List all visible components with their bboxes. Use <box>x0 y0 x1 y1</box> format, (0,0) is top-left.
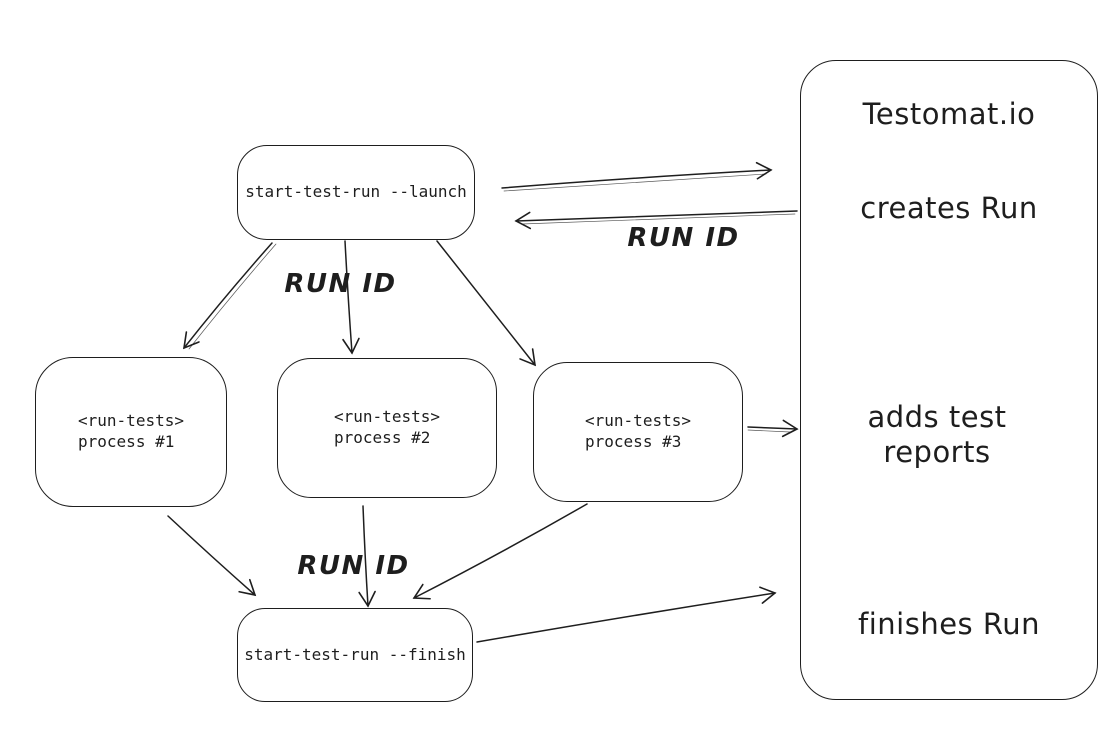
arrow-launch-to-testomat-sketch <box>503 173 767 192</box>
testomat-title: Testomat.io <box>862 97 1036 131</box>
arrow-launch-to-process1 <box>183 242 273 350</box>
arrow-process1-to-finish <box>167 515 257 597</box>
arrow-launch-to-testomat <box>501 161 773 189</box>
node-start-test-run-finish-label: start-test-run --finish <box>244 644 466 664</box>
arrow-launch-to-process2 <box>342 240 360 355</box>
node-testomat-io <box>800 60 1098 700</box>
arrow-process2-to-finish <box>358 505 376 608</box>
edge-label-run-id-fanout: RUN ID <box>284 269 397 299</box>
arrow-process3-to-finish <box>412 503 588 600</box>
node-start-test-run-launch: start-test-run --launch <box>237 145 475 240</box>
arrow-testomat-to-launch-sketch <box>521 213 796 225</box>
arrow-process3-to-testomat-sketch <box>747 429 791 433</box>
arrow-process3-to-testomat <box>747 419 799 438</box>
arrow-launch-to-process1-sketch <box>188 243 277 350</box>
node-start-test-run-finish: start-test-run --finish <box>237 608 473 702</box>
node-start-test-run-launch-label: start-test-run --launch <box>245 182 467 202</box>
node-run-tests-process-1: <run-tests> process #1 <box>35 357 227 507</box>
node-run-tests-process-2: <run-tests> process #2 <box>277 358 497 498</box>
node-run-tests-process-1-label: <run-tests> process #1 <box>78 411 184 451</box>
testomat-step-creates-run: creates Run <box>860 191 1038 225</box>
node-run-tests-process-3: <run-tests> process #3 <box>533 362 743 502</box>
edge-label-run-id-fanin: RUN ID <box>297 551 410 581</box>
arrow-finish-to-testomat <box>476 586 777 643</box>
node-run-tests-process-2-label: <run-tests> process #2 <box>334 407 440 447</box>
testomat-step-finishes-run: finishes Run <box>858 607 1040 641</box>
arrow-launch-to-process3 <box>436 240 536 367</box>
node-run-tests-process-3-label: <run-tests> process #3 <box>585 411 691 451</box>
arrow-testomat-to-launch <box>514 210 798 230</box>
testomat-step-adds-test-reports: adds test reports <box>867 400 1007 469</box>
edge-label-run-id-return: RUN ID <box>627 223 740 253</box>
